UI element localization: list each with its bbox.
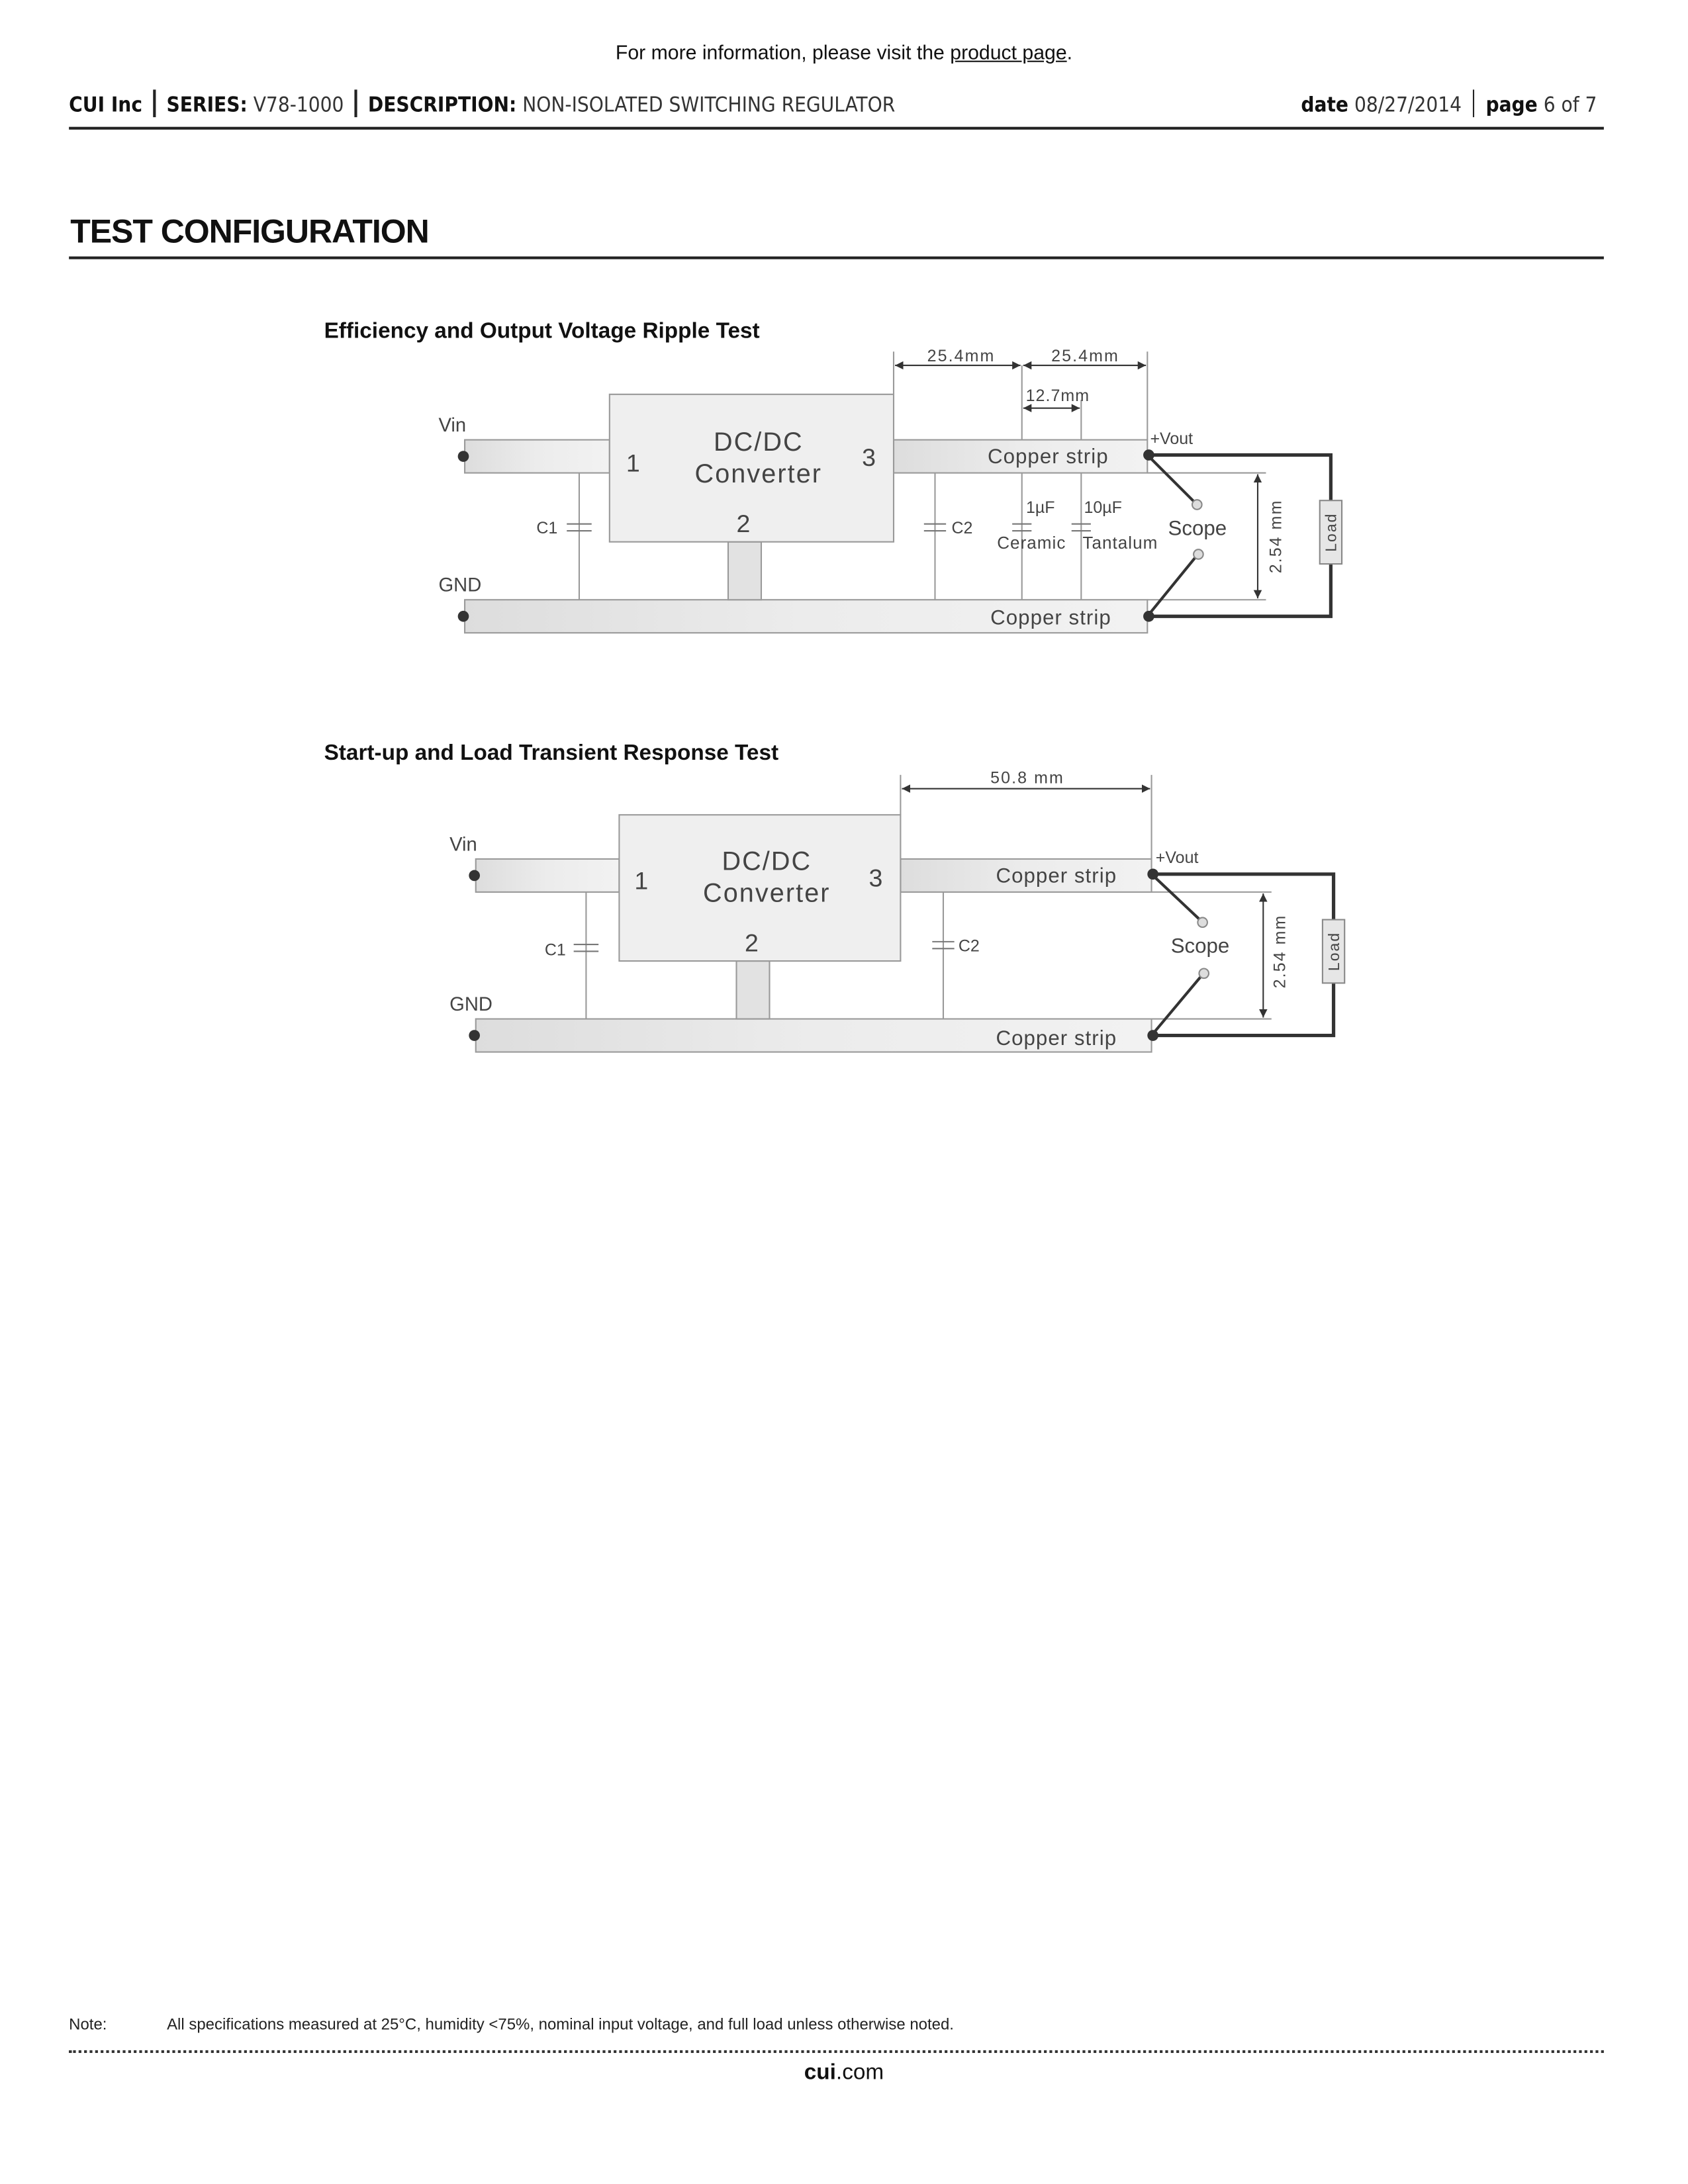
diagram1: Vin GND DC/DC Converter 1 3 2 C1 C2 Copp… — [438, 347, 1343, 634]
gnd-terminal — [469, 1030, 480, 1041]
diagram2: Vin GND DC/DC Converter 1 3 2 C1 C2 Copp… — [449, 768, 1346, 1053]
c1-label: C1 — [536, 519, 557, 537]
copper-top-label: Copper strip — [988, 445, 1109, 468]
vin-label: Vin — [449, 834, 477, 855]
gnd-terminal — [457, 610, 469, 622]
pin2-label: 2 — [736, 510, 750, 537]
note-label: Note: — [69, 2017, 107, 2034]
dim1-label: 25.4mm — [927, 347, 996, 365]
box-label-2: Converter — [695, 459, 823, 488]
load-resistor — [1319, 500, 1343, 565]
pin1-label: 1 — [634, 867, 648, 895]
dcdc-converter-box — [618, 814, 902, 962]
vout-terminal — [1147, 868, 1158, 880]
scope-label: Scope — [1168, 516, 1227, 539]
gnd-out-terminal — [1143, 610, 1154, 622]
header-right: date 08/27/2014 page 6 of 7 — [1301, 89, 1597, 118]
date-value: 08/27/2014 — [1354, 92, 1462, 118]
info-text: For more information, please visit the — [615, 42, 951, 65]
pin2-stub — [735, 960, 771, 1020]
footer-site[interactable]: cui.com — [0, 2062, 1688, 2086]
cap1-value: 1µF — [1026, 498, 1055, 517]
c2-label: C2 — [951, 519, 972, 537]
vout-label: +Vout — [1156, 848, 1199, 867]
vin-terminal — [469, 870, 480, 882]
box-label-2: Converter — [703, 878, 831, 907]
header-left: CUI Inc SERIES: V78-1000 DESCRIPTION: NON-… — [69, 89, 896, 118]
load-label: Load — [1323, 513, 1340, 552]
vout-label: +Vout — [1150, 430, 1193, 448]
diagram1-title: Efficiency and Output Voltage Ripple Tes… — [324, 320, 760, 343]
gap-label: 2.54 mm — [1266, 500, 1285, 574]
scope-probe-top — [1191, 499, 1203, 510]
load-label: Load — [1325, 932, 1342, 971]
scope-label: Scope — [1171, 934, 1230, 958]
vin-terminal — [457, 451, 469, 462]
divider — [153, 89, 156, 118]
c2-label: C2 — [959, 936, 980, 955]
vin-strip — [475, 858, 620, 893]
copper-bottom-label: Copper strip — [996, 1026, 1117, 1050]
dim3-label: 12.7mm — [1026, 387, 1090, 405]
dim1-label: 50.8 mm — [990, 768, 1064, 787]
box-label-1: DC/DC — [714, 428, 804, 457]
cap2-type: Tantalum — [1082, 533, 1158, 553]
divider — [355, 89, 357, 118]
gap-label: 2.54 mm — [1271, 915, 1289, 989]
footer-divider — [69, 2050, 1604, 2054]
diagram2-title: Start-up and Load Transient Response Tes… — [324, 741, 779, 766]
dim2-label: 25.4mm — [1051, 347, 1119, 365]
site-bold: cui — [804, 2061, 836, 2085]
box-label-1: DC/DC — [722, 847, 812, 876]
pin1-label: 1 — [626, 449, 640, 477]
product-page-link[interactable]: product page — [950, 42, 1067, 65]
cap1-type: Ceramic — [997, 533, 1066, 553]
divider — [1472, 89, 1475, 118]
header-rule — [69, 126, 1604, 130]
series-value: V78-1000 — [253, 92, 344, 118]
scope-probe-bottom — [1198, 968, 1210, 979]
pin2-label: 2 — [745, 929, 759, 956]
pin2-stub — [727, 541, 763, 601]
pin3-label: 3 — [868, 864, 882, 892]
copper-strip-bottom — [475, 1018, 1152, 1053]
load-resistor — [1321, 919, 1346, 984]
gnd-label: GND — [449, 994, 492, 1015]
copper-strip-bottom — [464, 599, 1149, 634]
vin-strip — [464, 439, 610, 474]
page-value: 6 of 7 — [1543, 92, 1597, 118]
info-line: For more information, please visit the p… — [0, 43, 1688, 65]
gnd-out-terminal — [1147, 1030, 1158, 1041]
copper-top-label: Copper strip — [996, 864, 1117, 887]
note-text: All specifications measured at 25°C, hum… — [167, 2017, 954, 2034]
cap2-value: 10µF — [1084, 498, 1121, 517]
pin3-label: 3 — [862, 443, 876, 471]
description-label: DESCRIPTION: — [367, 92, 517, 118]
scope-probe-bottom — [1193, 549, 1204, 560]
copper-bottom-label: Copper strip — [990, 606, 1111, 629]
company-name: CUI Inc — [69, 92, 143, 118]
date-label: date — [1301, 92, 1349, 118]
info-suffix: . — [1066, 42, 1073, 65]
site-rest: .com — [835, 2061, 884, 2085]
gnd-label: GND — [438, 575, 481, 596]
scope-probe-top — [1197, 917, 1208, 929]
section-rule — [69, 256, 1604, 259]
description-value: NON-ISOLATED SWITCHING REGULATOR — [522, 92, 896, 118]
c1-label: C1 — [545, 941, 566, 960]
vin-label: Vin — [438, 415, 466, 436]
section-title: TEST CONFIGURATION — [70, 213, 429, 251]
vout-terminal — [1143, 449, 1154, 461]
dcdc-converter-box — [608, 393, 895, 543]
page-label: page — [1485, 92, 1538, 118]
series-label: SERIES: — [166, 92, 248, 118]
